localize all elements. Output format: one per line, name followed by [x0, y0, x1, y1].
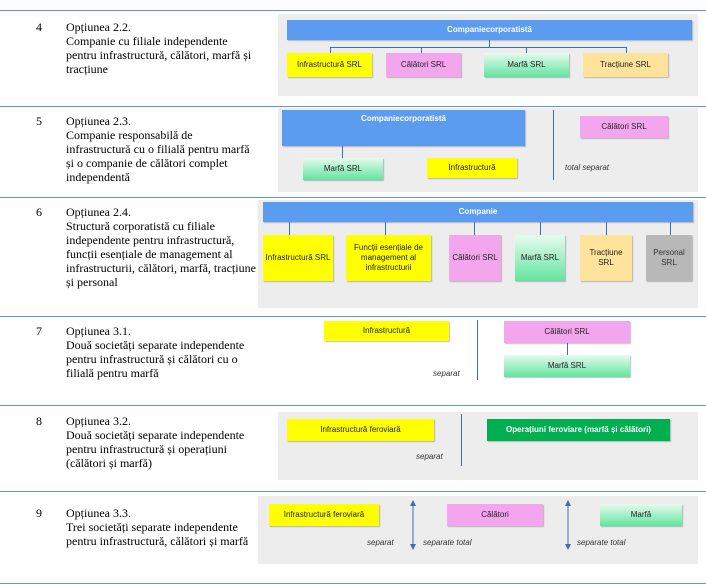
- option-text: Trei societăți separate independente pen…: [66, 520, 249, 548]
- row-number: 7: [36, 324, 42, 338]
- subsidiary-box: Marfă SRL: [504, 355, 630, 377]
- subsidiary-box: Personal SRL: [646, 235, 692, 281]
- company-box: Infrastructură feroviară: [287, 419, 434, 441]
- row-number: 5: [36, 114, 42, 128]
- connector: [330, 47, 626, 48]
- option-text: Două societăți separate independente pen…: [66, 428, 245, 470]
- parent-company-box: Companiecorporatistă: [282, 110, 525, 146]
- row-divider: [0, 316, 706, 317]
- connector: [474, 222, 475, 235]
- row-divider: [0, 197, 706, 198]
- subsidiary-box: Infrastructură SRL: [263, 235, 333, 281]
- option-description: Opțiunea 2.2. Companie cu filiale indepe…: [66, 20, 256, 76]
- subsidiary-box: Marfă SRL: [484, 53, 569, 77]
- company-box: Infrastructură feroviară: [269, 504, 379, 526]
- option-description: Opțiunea 3.1. Două societăți separate in…: [66, 324, 256, 380]
- subsidiary-box: Marfă SRL: [303, 158, 383, 180]
- connector: [489, 40, 490, 47]
- row-number: 6: [36, 205, 42, 219]
- row-divider: [0, 10, 706, 11]
- connector: [670, 222, 671, 235]
- subsidiary-box: Funcții esențiale de management al infra…: [346, 235, 431, 281]
- separation-label: separat: [367, 538, 394, 547]
- separator-line: [477, 320, 478, 380]
- row-number: 4: [36, 20, 42, 34]
- option-description: Opțiunea 2.3. Companie responsabilă de i…: [66, 114, 256, 184]
- company-box: Călători SRL: [504, 321, 630, 343]
- separation-label: separate total: [423, 538, 472, 547]
- separation-label: separat: [416, 452, 443, 461]
- company-box: Călători SRL: [580, 116, 668, 138]
- parent-company-box: Companiecorporatistă: [287, 20, 692, 40]
- separator-line: [461, 414, 462, 466]
- subsidiary-box: Călători SRL: [449, 235, 501, 281]
- connector: [526, 47, 527, 53]
- option-description: Opțiunea 3.2. Două societăți separate in…: [66, 414, 256, 470]
- option-description: Opțiunea 2.4. Structură corporatistă cu …: [66, 205, 256, 289]
- subsidiary-box: Tracțiune SRL: [580, 235, 632, 281]
- option-title: Opțiunea 2.3.: [66, 114, 131, 128]
- option-description: Opțiunea 3.3. Trei societăți separate in…: [66, 506, 256, 548]
- connector: [330, 47, 331, 53]
- connector: [342, 146, 343, 158]
- connector: [606, 222, 607, 235]
- double-arrow-icon: [565, 500, 571, 550]
- company-box: Călători: [447, 504, 543, 526]
- row-divider: [0, 583, 706, 584]
- subsidiary-box: Marfă SRL: [515, 235, 565, 281]
- option-title: Opțiunea 3.2.: [66, 414, 131, 428]
- row-number: 9: [36, 506, 42, 520]
- option-title: Opțiunea 2.2.: [66, 20, 131, 34]
- option-title: Opțiunea 3.3.: [66, 506, 131, 520]
- connector: [289, 222, 290, 235]
- row-divider: [0, 491, 706, 492]
- connector: [421, 47, 422, 53]
- row-number: 8: [36, 414, 42, 428]
- option-title: Opțiunea 3.1.: [66, 324, 131, 338]
- subsidiary-box: Tracțiune SRL: [583, 53, 668, 77]
- double-arrow-icon: [410, 500, 416, 550]
- subsidiary-box: Călători SRL: [386, 53, 461, 77]
- separation-label: total separat: [565, 163, 610, 172]
- connector: [626, 47, 627, 53]
- connector: [540, 222, 541, 235]
- option-text: Companie responsabilă de infrastructură …: [66, 128, 250, 184]
- company-box: Infrastructură: [324, 321, 449, 341]
- row-divider: [0, 106, 706, 107]
- connector: [385, 222, 386, 235]
- option-text: Structură corporatistă cu filiale indepe…: [66, 219, 256, 289]
- option-text: Două societăți separate independente pen…: [66, 338, 245, 380]
- company-box: Operațiuni feroviare (marfă și călători): [487, 419, 670, 441]
- company-box: Infrastructură: [427, 158, 517, 178]
- connector: [567, 343, 568, 355]
- separation-label: separat: [433, 369, 460, 378]
- row-divider: [0, 405, 706, 406]
- company-box: Marfă: [600, 504, 682, 526]
- parent-company-box: Companie: [263, 202, 693, 222]
- option-text: Companie cu filiale independente pentru …: [66, 34, 252, 76]
- separation-label: separate total: [577, 538, 626, 547]
- separator-line: [553, 110, 554, 180]
- subsidiary-box: Infrastructură SRL: [287, 53, 372, 77]
- option-title: Opțiunea 2.4.: [66, 205, 131, 219]
